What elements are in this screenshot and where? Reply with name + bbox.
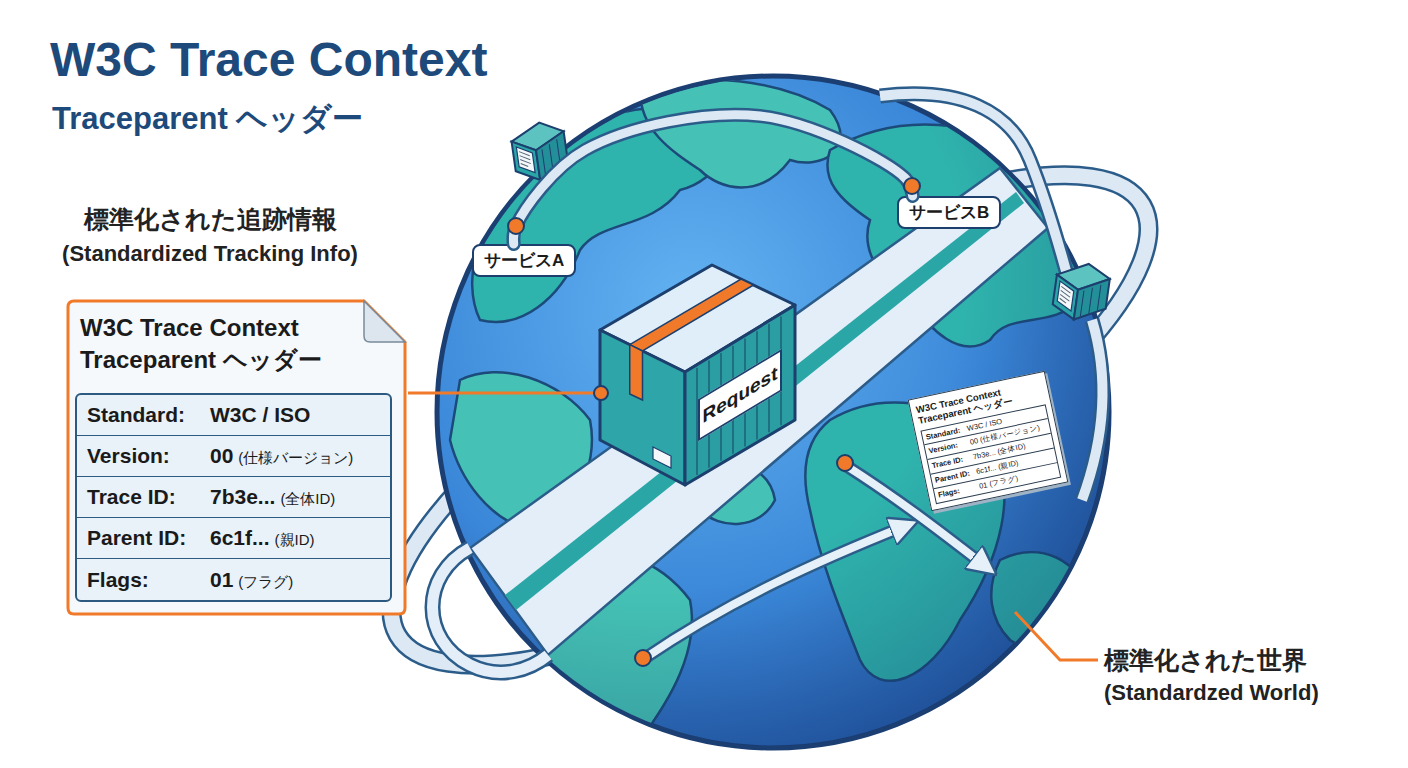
leader-line — [1015, 612, 1098, 660]
table-row: Trace ID:7b3e... (全体ID) — [77, 477, 390, 518]
location-dot — [635, 650, 651, 666]
node-text: Version: — [928, 438, 971, 456]
service-tag: サービスA — [472, 244, 576, 277]
continent — [991, 552, 1090, 648]
package-front — [685, 305, 795, 485]
table-value: 00 (仕様バージョン) — [210, 444, 353, 468]
section-label: 標準化された世界 — [1104, 644, 1307, 677]
package-tape — [630, 345, 643, 400]
section-label: 標準化された追跡情報 — [30, 203, 390, 236]
globe — [437, 76, 1109, 748]
orbit-ring-back — [330, 88, 1210, 752]
table-row: Parent ID:6c1f... (親ID) — [77, 518, 390, 559]
continent — [827, 125, 1089, 347]
service-tag: サービスB — [897, 196, 1001, 229]
node-text: 01 (フラグ) — [978, 473, 1019, 491]
package-side — [600, 330, 685, 485]
node-text: Standard: — [925, 424, 968, 442]
continent — [700, 464, 775, 524]
section-label: (Standardzed World) — [1104, 680, 1319, 706]
diagram-title: W3C Trace Context — [50, 32, 487, 87]
node-text: サービスB — [909, 203, 989, 222]
card-body — [68, 301, 405, 614]
flow-arrow — [645, 526, 905, 658]
connector-group — [514, 115, 913, 244]
table-row: Version:00 (仕様バージョン) — [77, 436, 390, 477]
node-text: (仕様バージョン) — [238, 449, 353, 468]
package-tape — [630, 279, 754, 351]
node-text: W3C Trace Context Traceparent ヘッダー — [80, 312, 363, 377]
flow-arrow-outline — [645, 526, 905, 658]
node-text: W3C / ISO — [966, 417, 1003, 433]
band-curl-outline — [433, 548, 549, 672]
node-text: Trace ID: — [931, 452, 974, 470]
node-text: W3C Trace Context Traceparent ヘッダー — [915, 378, 1045, 427]
section-label: (Standardized Tracking Info) — [30, 241, 390, 267]
band-curl — [433, 548, 549, 672]
callout-leader — [408, 392, 595, 395]
node-text: (親ID) — [275, 531, 315, 550]
request-path-band — [470, 168, 1048, 655]
globe-shading — [439, 78, 1107, 746]
location-dot — [837, 455, 853, 471]
node-text: W3C / ISO — [210, 403, 310, 427]
orbit-ring-outline — [330, 88, 1210, 752]
node-text: (全体ID) — [280, 490, 335, 509]
server-box — [1051, 260, 1111, 324]
table-value: 7b3e... (全体ID) — [210, 485, 335, 509]
orbit-arc — [1082, 320, 1103, 500]
node-text: 7b3e... — [210, 485, 275, 509]
node-text: 6c1f... — [210, 526, 270, 550]
orbit-arc-outline — [880, 94, 1070, 285]
node-text: 00 — [210, 444, 233, 468]
orbit-connector-outline — [514, 115, 913, 244]
node-text: サービスA — [484, 251, 564, 270]
continents — [450, 80, 1090, 740]
continent — [640, 80, 841, 188]
node-text: Parent ID: — [934, 467, 977, 485]
node-text: Flags: — [937, 482, 980, 500]
server-box — [509, 119, 569, 183]
node-text: Flags: — [77, 568, 210, 592]
header-field-table: Standard:W3C / ISOVersion:00(仕様バージョン)Tra… — [75, 393, 392, 602]
subtitle: Traceparent ヘッダー — [52, 98, 363, 140]
node-text: Trace ID: — [77, 485, 210, 509]
node-text: Standard: — [77, 403, 210, 427]
callout-card: W3C Trace Context Traceparent ヘッダー Standa… — [65, 298, 408, 617]
orbit-arc-outline — [1082, 320, 1103, 500]
location-dot — [508, 218, 524, 234]
header-card: W3C Trace Context Traceparent ヘッダーStanda… — [908, 371, 1069, 511]
request-box: Request — [595, 262, 800, 490]
continent — [450, 372, 592, 530]
location-dot — [904, 178, 920, 194]
table-value: W3C / ISO — [210, 403, 310, 427]
card-fold — [364, 301, 405, 342]
table-row: Standard:W3C / ISO — [77, 395, 390, 436]
node-text: 01 — [210, 568, 233, 592]
table-value: 6c1f... (親ID) — [210, 526, 315, 550]
node-text: (フラグ) — [238, 573, 293, 592]
package-sticker — [653, 447, 671, 468]
orbit-ring — [330, 88, 1210, 752]
connector-group — [408, 386, 608, 400]
leader-dot — [594, 386, 608, 400]
continent — [545, 552, 692, 740]
orbit-connector — [514, 115, 913, 244]
table-value: 01 (フラグ) — [210, 568, 293, 592]
table-row: Flags:01 (フラグ) — [77, 559, 390, 600]
node-text: Parent ID: — [77, 526, 210, 550]
node-text: Version: — [77, 444, 210, 468]
orbit-arc — [880, 94, 1070, 285]
